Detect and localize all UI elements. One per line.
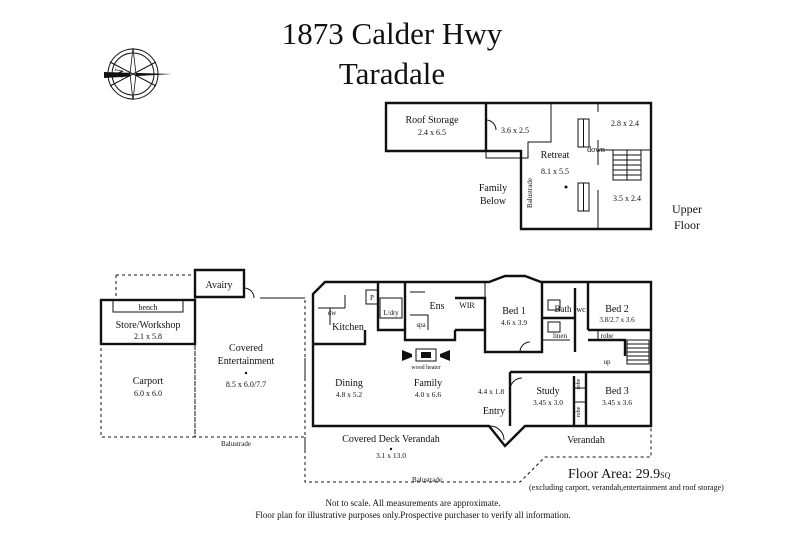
robe-label-study: robe [576,406,582,417]
entry-size: 4.4 x 1.8 [478,387,505,396]
wood-heater-icon [402,348,450,362]
bench-label: bench [138,303,157,312]
covered-entertainment-name-2: Entertainment [218,356,275,367]
upper-floor-label-1: Upper [672,202,702,216]
avairy-name: Avairy [205,280,232,291]
dining-name: Dining [335,378,363,389]
covered-deck-verandah-name: Covered Deck Verandah [342,434,440,445]
study-size: 3.45 x 3.0 [533,398,563,407]
bed2-name: Bed 2 [605,304,629,315]
address-line-1: 1873 Calder Hwy [282,16,503,51]
ground-floor-plan: bench Store/Workshop 2.1 x 5.8 Carport 6… [99,268,653,484]
up-label: up [604,358,612,366]
linen-label: linen [553,332,567,340]
disclaimer-line-2: Floor plan for illustrative purposes onl… [255,510,570,520]
ldry-label: L/dry [383,309,399,317]
dining-size: 4.8 x 5.2 [336,390,363,399]
floor-area-note: (excluding carport, verandah,entertainme… [529,483,724,492]
floor-area-label: Floor Area: 29.9SQ [568,467,671,482]
wood-heater-label: wood heater [411,365,441,371]
upper-floor-plan: Roof Storage 2.4 x 6.5 3.6 x 2.5 Retreat… [384,101,702,232]
family-name: Family [414,378,442,389]
roof-storage-size: 2.4 x 6.5 [418,128,446,137]
bed1-name: Bed 1 [502,306,526,317]
upper-small-size: 3.6 x 2.5 [501,126,529,135]
upper-stairs [612,149,642,181]
dw-label: dw [328,309,338,317]
pantry-label: P [370,294,374,302]
upper-floor-label-2: Floor [674,218,700,232]
family-size: 4.0 x 6.6 [415,390,442,399]
bed3-size: 3.45 x 3.6 [602,398,632,407]
family-below-label-2: Below [480,196,507,207]
disclaimer-line-1: Not to scale. All measurements are appro… [326,498,501,508]
robe-label-bed3: robe [576,378,582,389]
upper-balustrade-label: Balustrade [526,178,534,208]
covered-entertainment-size: 8.5 x 6.0/7.7 [226,380,266,389]
robe-label-bed2: robe [601,332,613,340]
upper-right-bottom-size: 3.5 x 2.4 [613,194,641,203]
kitchen-name: Kitchen [332,322,364,333]
entry-name: Entry [483,406,505,417]
store-workshop-size: 2.1 x 5.8 [134,332,162,341]
compass-rose-icon: N [104,47,172,101]
bed3-name: Bed 3 [605,386,629,397]
covered-entertainment-name-1: Covered [229,343,263,354]
address-line-2: Taradale [339,56,445,91]
retreat-size: 8.1 x 5.5 [541,167,569,176]
spa-label: spa [416,321,426,329]
ground-stairs [626,339,650,365]
floor-area-block: Floor Area: 29.9SQ (excluding carport, v… [529,467,724,492]
store-workshop-name: Store/Workshop [116,320,181,331]
balustrade-label-bottom: Balustrade [412,476,442,484]
family-below-label-1: Family [479,183,507,194]
study-name: Study [536,386,559,397]
carport-size: 6.0 x 6.0 [134,389,162,398]
bed1-size: 4.6 x 3.9 [501,318,528,327]
upper-right-top-size: 2.8 x 2.4 [611,119,639,128]
down-label: down [587,145,605,154]
covered-deck-verandah-size: 3.1 x 13.0 [376,451,406,460]
ens-name: Ens [430,301,445,312]
bath-name: Bath [555,304,572,314]
retreat-name: Retreat [541,150,570,161]
verandah-name: Verandah [567,435,605,446]
bed2-size: 3.8/2.7 x 3.6 [599,316,635,324]
wir-name: WIR [459,301,475,310]
wc-name: wc [576,305,586,314]
compass-north-letter: N [110,67,127,79]
roof-storage-name: Roof Storage [405,115,459,126]
balustrade-label-left: Balustrade [221,440,251,448]
carport-name: Carport [133,376,164,387]
